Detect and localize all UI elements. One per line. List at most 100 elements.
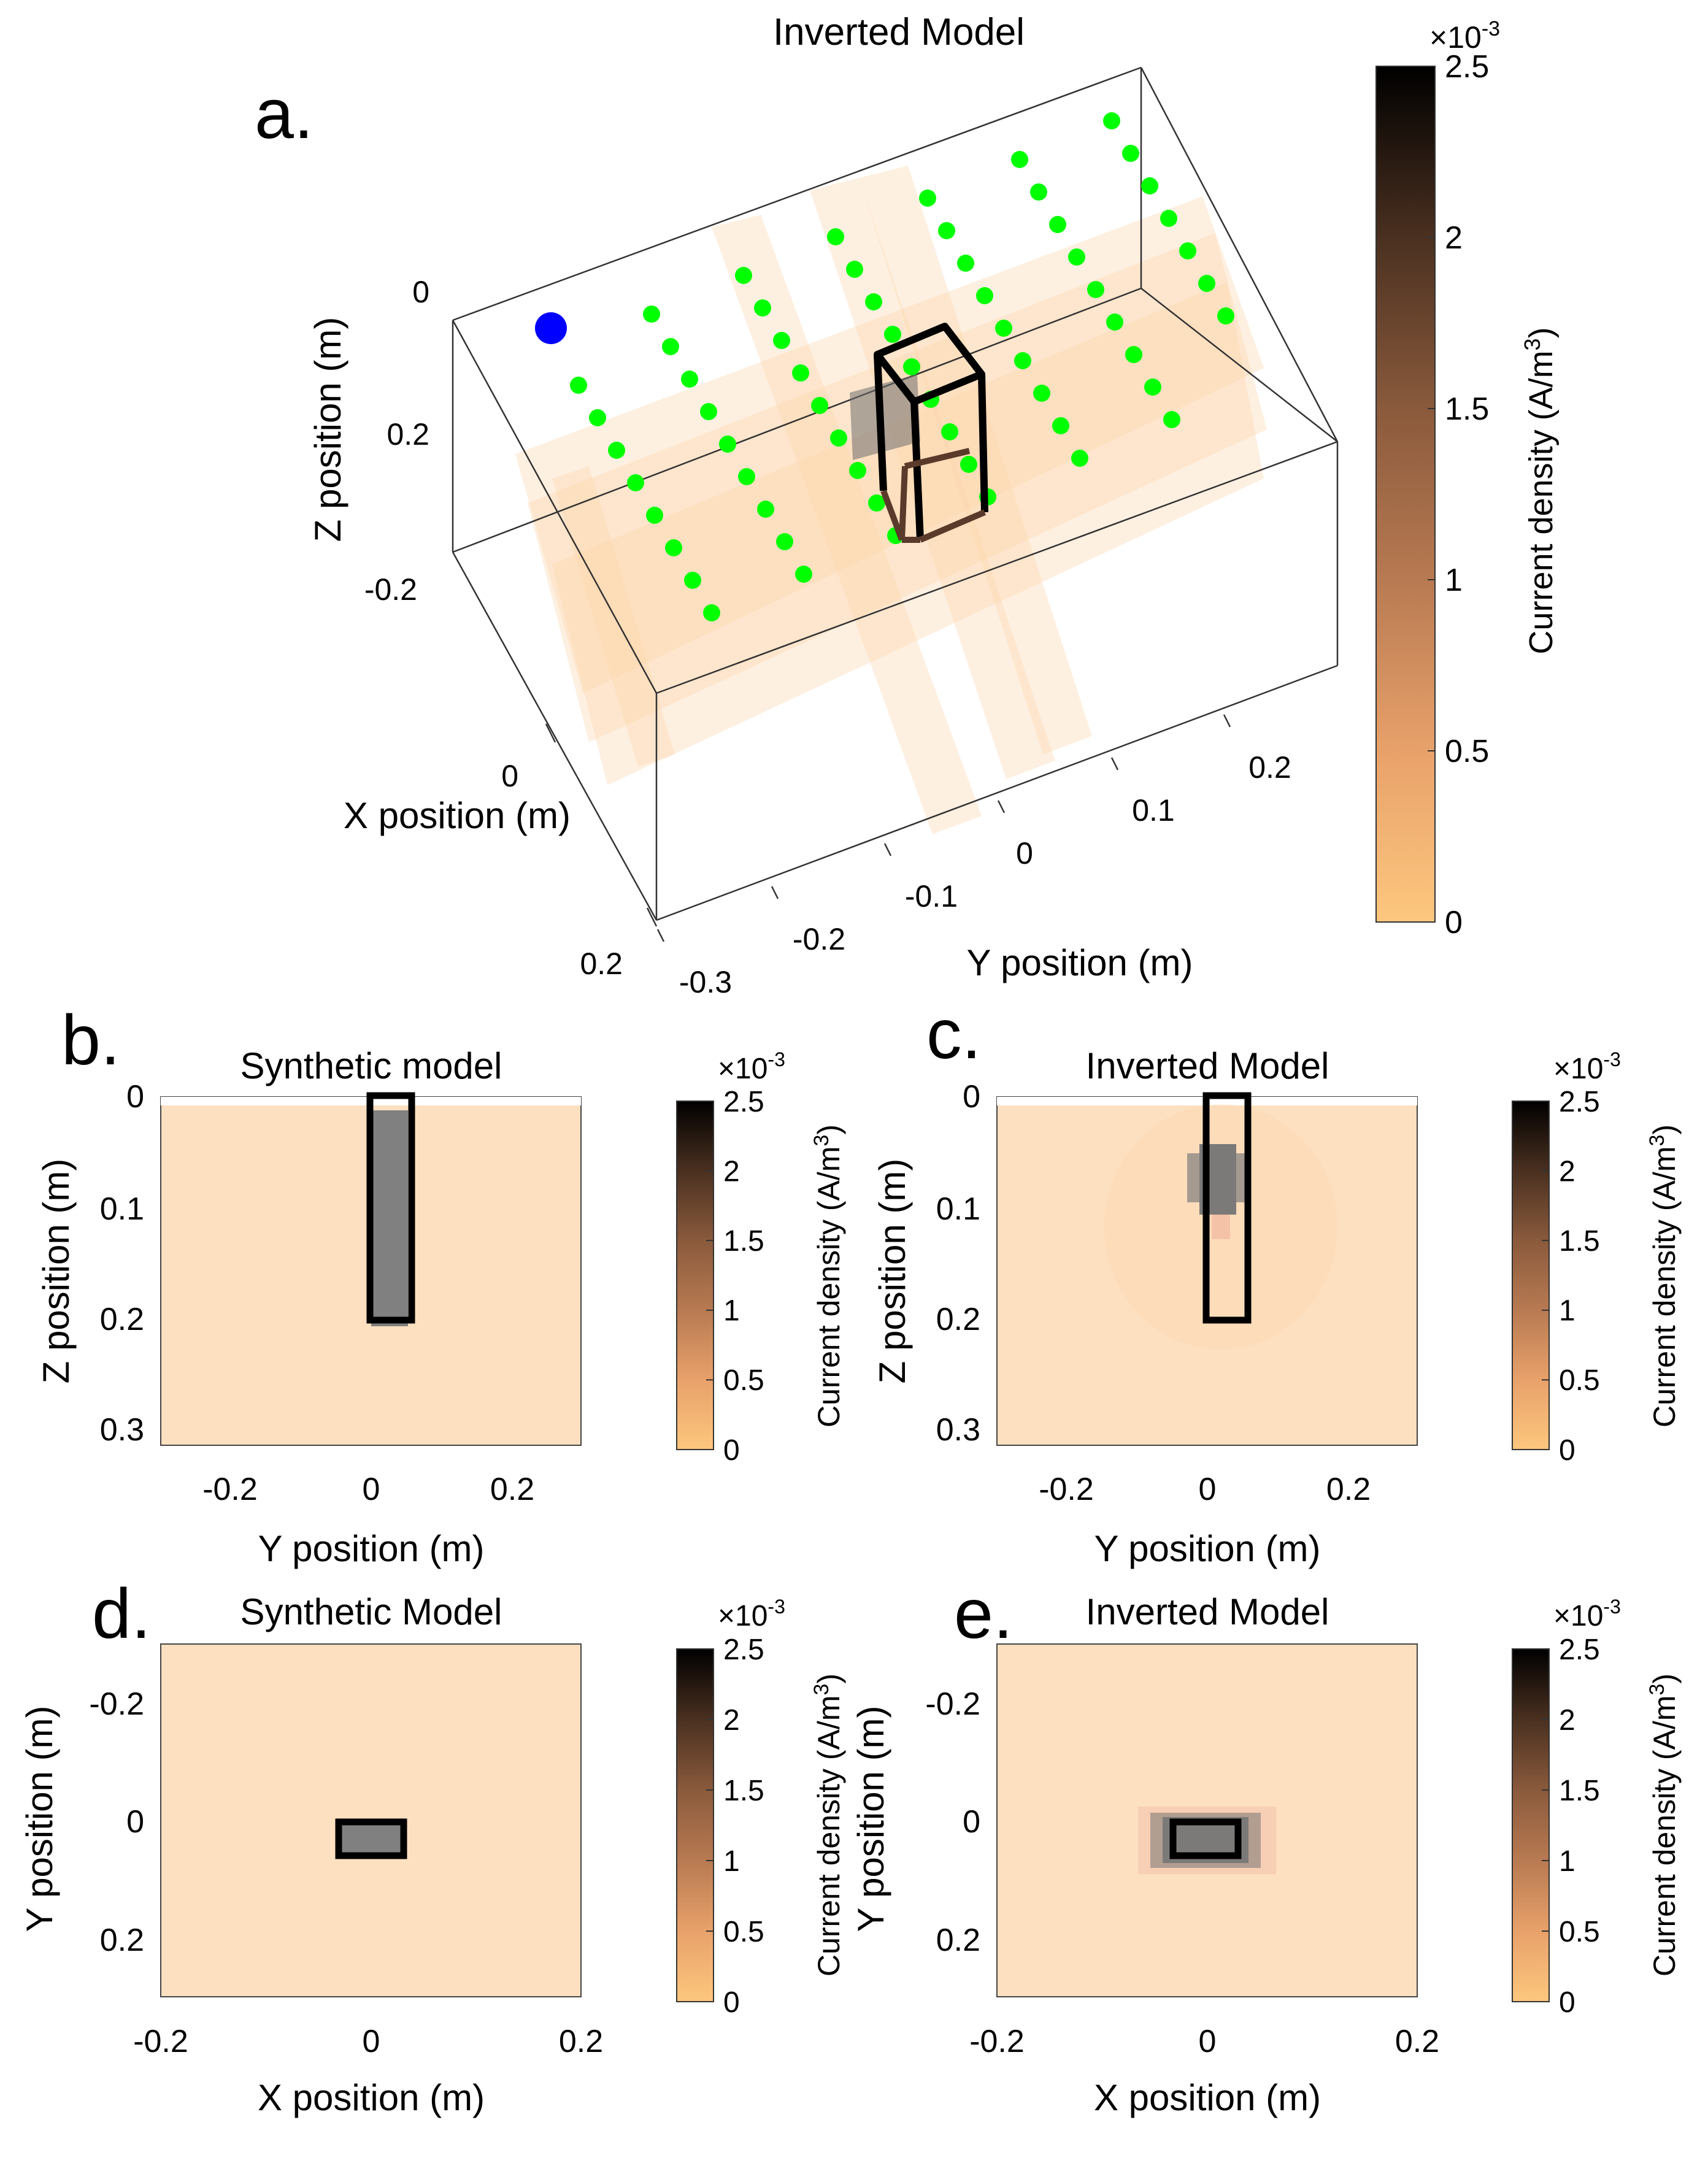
electrode-point	[919, 190, 936, 207]
colorbar-d	[676, 1648, 714, 2002]
prism-edge-lower	[899, 466, 908, 540]
electrode-point	[827, 228, 844, 245]
a-x-tick: 0.2	[580, 947, 623, 981]
box-edge	[1141, 288, 1338, 442]
colorbar-a-ticks: 00.511.522.5	[1428, 49, 1489, 940]
a-y-tick: -0.3	[679, 965, 732, 999]
a-x-tickmark	[646, 907, 658, 927]
a-y-tick: 0	[1016, 836, 1033, 870]
e-x-tick: -0.2	[969, 2024, 1025, 2059]
colorbar-tick-label: 1.5	[723, 1225, 764, 1258]
a-y-tick: -0.1	[905, 879, 958, 913]
box-edge	[452, 551, 658, 921]
colorbar-tick-label: 2.5	[723, 1086, 764, 1118]
electrode-point	[1163, 411, 1180, 428]
colorbar-d-ticks: 00.511.522.5	[706, 1634, 764, 2019]
colorbar-tick-label: 0.5	[1559, 1364, 1600, 1397]
blob-pixel	[1212, 1215, 1230, 1239]
reference-electrode	[535, 312, 567, 344]
colorbar-tick-label: 0	[1559, 1434, 1575, 1467]
electrode-point	[700, 403, 717, 420]
panel-a: a. Inverted Model	[255, 11, 1560, 999]
electrode-point	[643, 305, 660, 323]
colorbar-tick-label: 1.5	[1445, 391, 1489, 427]
anomaly-fill-d	[339, 1822, 404, 1856]
colorbar-e-ticks: 00.511.522.5	[1542, 1634, 1600, 2019]
a-y-tickmark	[997, 800, 1006, 813]
colorbar-tick-label: 2	[1445, 220, 1463, 256]
colorbar-c-ticks: 00.511.522.5	[1542, 1086, 1600, 1467]
electrode-point	[1014, 352, 1031, 369]
a-y-tick: 0.1	[1132, 793, 1175, 828]
c-y-tick: 0.1	[936, 1191, 980, 1227]
box-edge	[656, 440, 1338, 694]
electrode-point	[1068, 248, 1085, 266]
colorbar-tick-label: 1.5	[1559, 1225, 1600, 1258]
prism-edge-lower	[880, 490, 905, 541]
slice-vertical-4	[552, 466, 675, 767]
box-edge	[452, 287, 1142, 553]
panel-d-letter: d.	[92, 1575, 151, 1653]
electrode-point	[846, 261, 863, 278]
prism-gray-fill	[850, 374, 920, 460]
electrode-point	[776, 533, 793, 550]
box-edge	[452, 320, 658, 694]
e-y-tick: 0	[963, 1804, 980, 1840]
colorbar-b-label: Current density (A/m3)	[810, 1124, 846, 1427]
colorbar-tick-label: 2	[723, 1155, 740, 1188]
anomaly-outline-b	[366, 1092, 415, 1324]
a-x-tickmark	[545, 723, 556, 743]
electrode-point	[1049, 216, 1066, 233]
a-y-tickmark	[771, 886, 779, 899]
electrode-point	[1106, 313, 1123, 331]
colorbar-b	[676, 1101, 714, 1450]
electrode-point	[754, 299, 771, 317]
colorbar-tick-label: 1	[723, 1295, 740, 1327]
colorbar-e-exponent: ×10-3	[1553, 1596, 1621, 1632]
panel-e: e. Inverted Model -0.2 0 0.2 -0.2 0 0.2 …	[850, 1575, 1682, 2118]
electrode-point	[1033, 385, 1050, 402]
panel-c-letter: c.	[926, 995, 981, 1074]
c-y-tick: 0	[963, 1079, 980, 1115]
electrode-point	[1141, 177, 1158, 194]
anomaly-outline-d	[335, 1818, 407, 1859]
b-x-tick: -0.2	[202, 1472, 258, 1507]
electrode-point	[1071, 450, 1088, 467]
panel-c-title: Inverted Model	[1086, 1045, 1329, 1086]
a-z-tick: 0.2	[387, 417, 429, 451]
electrode-point	[792, 364, 809, 382]
electrode-point	[665, 539, 682, 556]
a-y-tickmark	[1110, 757, 1119, 770]
electrode-point	[681, 371, 698, 388]
b-x-label: Y position (m)	[258, 1528, 484, 1569]
electrode-point	[1122, 145, 1139, 162]
electrode-point	[1144, 378, 1161, 396]
panel-e-title: Inverted Model	[1086, 1591, 1329, 1632]
electrode-point	[1087, 281, 1104, 298]
colorbar-b-ticks: 00.511.522.5	[706, 1086, 764, 1467]
e-y-label: Y position (m)	[850, 1705, 891, 1932]
colorbar-tick-label: 2	[723, 1704, 740, 1737]
electrode-point	[1217, 307, 1234, 325]
d-y-tick: 0	[126, 1804, 144, 1840]
electrode-point	[1160, 210, 1177, 227]
anomaly-outline-c	[1202, 1092, 1252, 1324]
colorbar-tick-label: 1	[1445, 563, 1463, 598]
a-x-label: X position (m)	[344, 795, 571, 836]
electrode-point	[1198, 275, 1215, 292]
c-y-tick: 0.2	[936, 1302, 980, 1337]
box-edge	[452, 66, 1142, 321]
a-y-label: Y position (m)	[966, 942, 1193, 983]
electrode-point	[884, 326, 901, 343]
electrode-point	[589, 409, 606, 426]
box-edge	[656, 664, 1338, 921]
slice-vertical-1	[712, 215, 982, 834]
anomaly-blob-e	[1138, 1807, 1276, 1874]
d-y-label: Y position (m)	[19, 1705, 60, 1932]
electrode-point	[795, 566, 812, 583]
panel-d-title: Synthetic Model	[240, 1591, 502, 1632]
c-x-label: Y position (m)	[1094, 1528, 1320, 1569]
colorbar-tick-label: 2.5	[1445, 49, 1489, 85]
electrode-point	[938, 222, 955, 239]
